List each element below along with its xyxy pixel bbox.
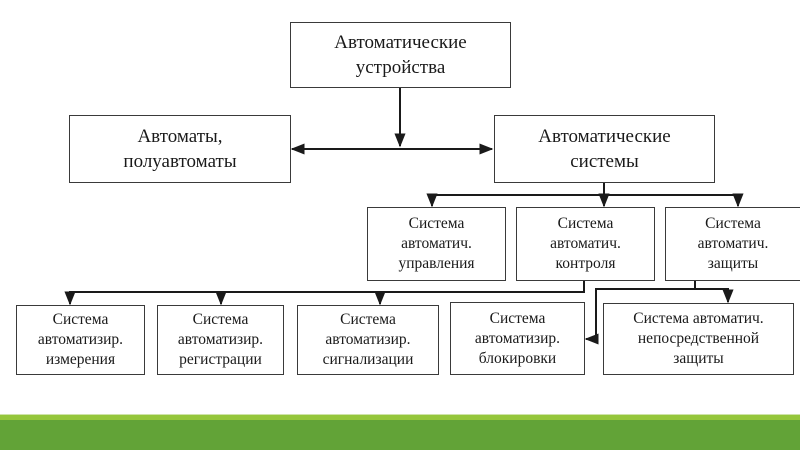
node-label: автоматизир. <box>177 331 264 348</box>
node-avtomaticheskie-sistemy: Автоматические системы <box>494 115 715 183</box>
node-label: блокировки <box>478 349 557 367</box>
node-avtomaty-poluavtomaty: Автоматы, полуавтоматы <box>69 115 291 183</box>
node-label: защиты <box>707 255 759 272</box>
node-label: контроля <box>555 255 616 272</box>
node-sistema-izmereniya: Система автоматизир. измерения <box>16 305 145 375</box>
node-label: непосредственной <box>637 330 760 347</box>
node-label: автоматич. <box>697 235 769 252</box>
node-label: Система <box>408 215 465 232</box>
node-label: системы <box>570 151 639 172</box>
node-label: управления <box>398 255 475 272</box>
node-label: измерения <box>45 351 116 368</box>
node-sistema-kontrolya: Система автоматич. контроля <box>516 207 655 281</box>
node-sistema-registratsii: Система автоматизир. регистрации <box>157 305 284 375</box>
node-label: Система <box>192 311 249 328</box>
node-sistema-upravleniya: Система автоматич. управления <box>367 207 506 281</box>
edge-to-blokirovki <box>584 288 695 345</box>
node-label: автоматизир. <box>474 329 561 347</box>
node-label: Система автоматич. <box>633 310 764 327</box>
edge-kontrolya-bus <box>69 281 585 293</box>
node-sistema-signalizatsii: Система автоматизир. сигнализации <box>297 305 439 375</box>
footer-band-highlight <box>0 414 800 415</box>
node-label: устройства <box>355 57 446 78</box>
node-label: регистрации <box>179 351 262 368</box>
node-label: Система <box>489 309 546 327</box>
node-label: Система <box>52 311 109 328</box>
node-label: Система <box>705 215 761 232</box>
node-label: полуавтоматы <box>123 151 237 172</box>
node-label: Автоматические <box>334 32 467 53</box>
node-label: автоматич. <box>401 235 472 252</box>
edge-zashchity-bus <box>694 281 734 304</box>
node-label: защиты <box>673 350 724 367</box>
node-label: Система <box>340 311 396 328</box>
node-sistema-neposredstvennoy-zashchity: Система автоматич. непосредственной защи… <box>603 303 794 375</box>
node-avtomaticheskie-ustroystva: Автоматические устройства <box>290 22 511 88</box>
node-label: автоматич. <box>550 235 621 252</box>
node-label: сигнализации <box>322 351 414 368</box>
node-label: Автоматические <box>538 126 671 147</box>
node-label: Автоматы, <box>137 126 223 147</box>
node-sistema-zashchity: Система автоматич. защиты <box>665 207 800 281</box>
node-sistema-blokirovki: Система автоматизир. блокировки <box>450 302 585 375</box>
footer-band <box>0 420 800 450</box>
node-label: Система <box>557 215 614 232</box>
node-label: автоматизир. <box>325 331 411 348</box>
footer-band-accent <box>0 415 800 420</box>
node-label: автоматизир. <box>37 331 124 348</box>
